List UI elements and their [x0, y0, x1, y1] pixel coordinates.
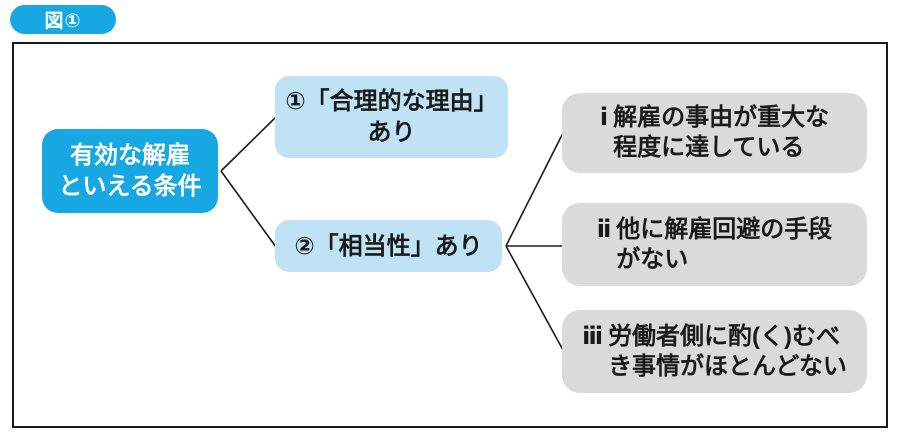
sub-condition-1-line2: 程度に達している	[613, 134, 805, 161]
sub-condition-3-text: 労働者側に酌(く)むべ き事情がほとんどない	[608, 322, 847, 382]
sub-condition-1-line1: 解雇の事由が重大な	[613, 104, 830, 131]
diagram-frame	[12, 42, 888, 428]
sub-condition-node-1: ⅰ 解雇の事由が重大な 程度に達している	[562, 93, 867, 173]
condition-1-line1: ①「合理的な理由」	[285, 88, 498, 115]
sub-condition-3-content: ⅲ 労働者側に酌(く)むべ き事情がほとんどない	[582, 322, 847, 382]
sub-condition-2-content: ⅱ 他に解雇回避の手段 がない	[597, 215, 833, 275]
root-node-line1: 有効な解雇	[70, 142, 190, 169]
sub-condition-2-numeral: ⅱ	[596, 215, 612, 243]
sub-condition-1-numeral: ⅰ	[599, 104, 609, 131]
condition-2-label: ②「相当性」あり	[294, 232, 483, 260]
condition-node-2: ②「相当性」あり	[275, 220, 502, 272]
condition-node-1: ①「合理的な理由」 あり	[275, 76, 508, 158]
figure-label-badge: 図①	[10, 5, 116, 34]
sub-condition-3-line1: 労働者側に酌(く)むべ	[608, 322, 841, 350]
sub-condition-3-line2: き事情がほとんどない	[608, 352, 847, 380]
sub-condition-2-line2: がない	[616, 245, 689, 273]
sub-condition-2-text: 他に解雇回避の手段 がない	[616, 215, 832, 275]
sub-condition-1-content: ⅰ 解雇の事由が重大な 程度に達している	[600, 103, 829, 163]
sub-condition-node-2: ⅱ 他に解雇回避の手段 がない	[562, 203, 867, 286]
sub-condition-node-3: ⅲ 労働者側に酌(く)むべ き事情がほとんどない	[562, 310, 867, 393]
sub-condition-3-numeral: ⅲ	[582, 322, 604, 350]
sub-condition-1-text: 解雇の事由が重大な 程度に達している	[613, 103, 829, 163]
condition-1-line2: あり	[367, 119, 416, 146]
root-node: 有効な解雇 といえる条件	[42, 129, 218, 213]
root-node-line2: といえる条件	[58, 173, 202, 200]
sub-condition-2-line1: 他に解雇回避の手段	[616, 215, 833, 243]
figure-label: 図①	[44, 11, 82, 32]
